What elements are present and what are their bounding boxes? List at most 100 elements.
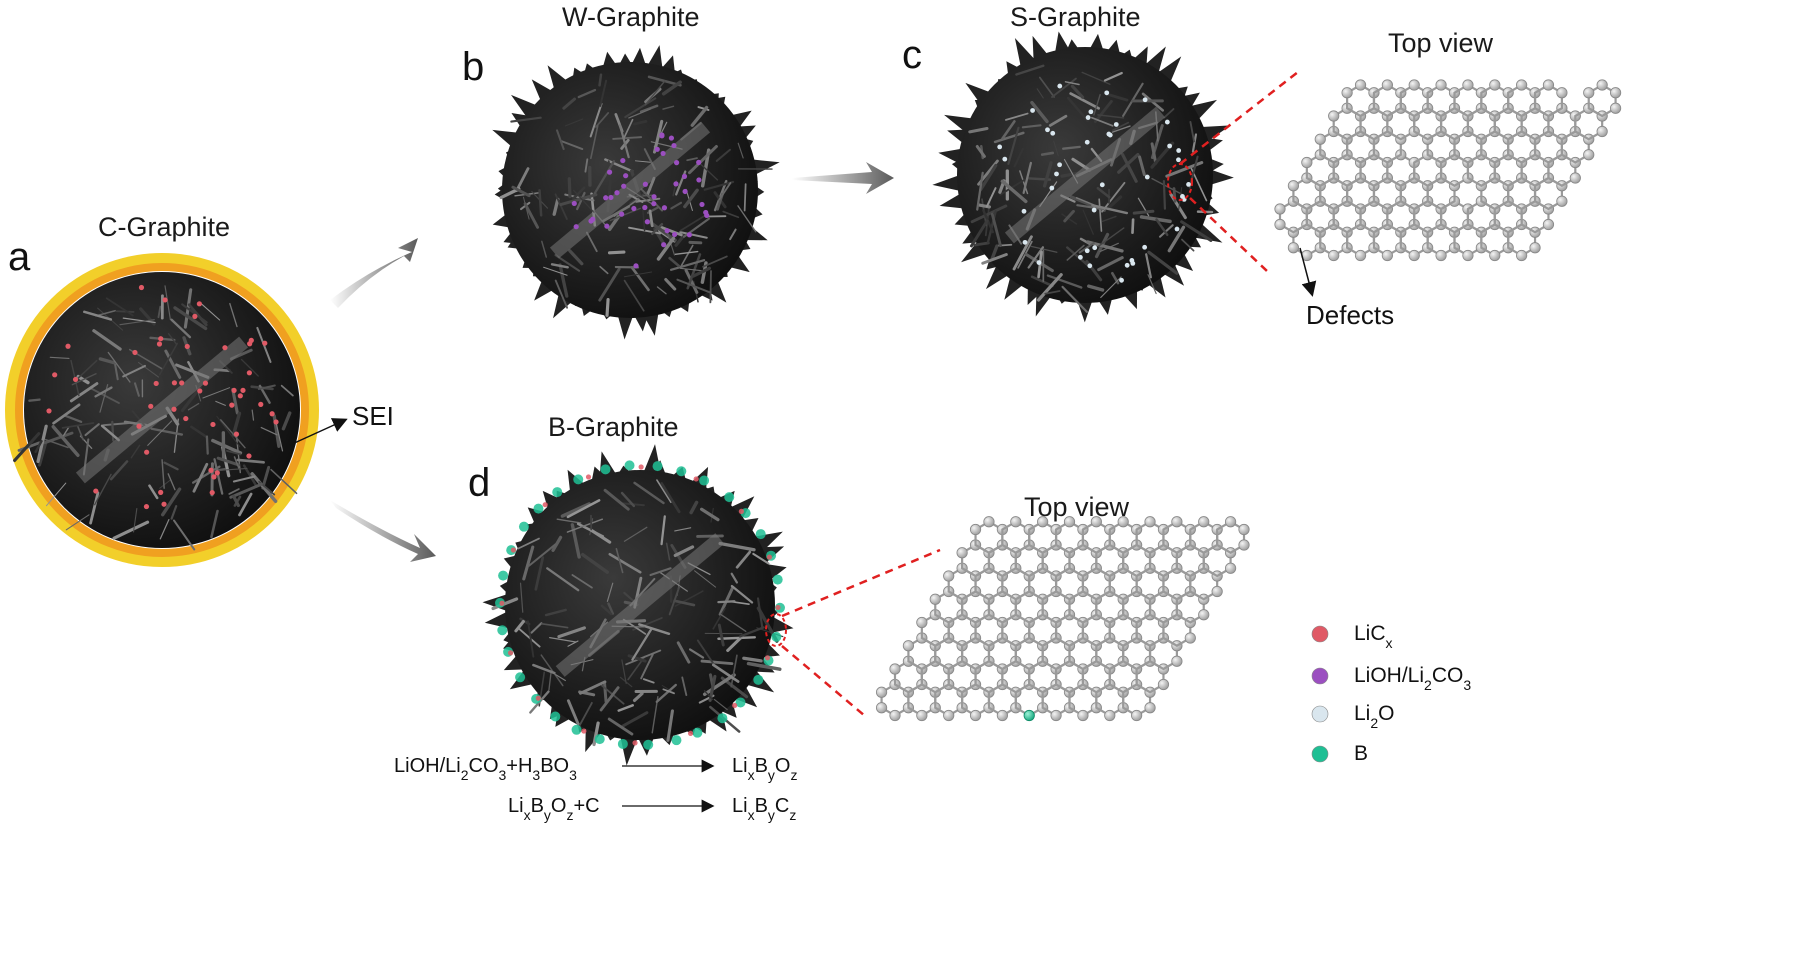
carbon-atom <box>1609 102 1622 114</box>
graphite-flake <box>510 116 542 123</box>
graphite-flake <box>1036 273 1063 302</box>
particle-dot <box>606 169 613 175</box>
carbon-atom <box>1104 709 1116 722</box>
graphite-flake <box>600 604 613 616</box>
graphite-flake <box>717 636 756 640</box>
graphite-flake <box>280 384 294 397</box>
graphite-flake <box>696 534 724 538</box>
graphite-flake <box>605 298 610 317</box>
particle-dot <box>162 297 168 303</box>
graphite-flake <box>111 420 115 442</box>
graphite-flake <box>109 460 129 481</box>
boron-dot <box>515 672 526 683</box>
callout-line-bottom-d <box>781 645 866 717</box>
particle-dot <box>158 489 164 495</box>
carbon-atom <box>1569 172 1581 184</box>
graphite-flake <box>275 421 284 452</box>
equation-2-lhs: LixByOz+C <box>508 795 600 823</box>
graphite-flake <box>1030 245 1058 253</box>
graphite-flake <box>690 105 709 127</box>
graphite-flake <box>1103 71 1123 82</box>
boron-dot <box>573 474 584 485</box>
graphite-flake <box>44 438 69 449</box>
graphite-flake <box>65 514 90 531</box>
carbon-atom <box>1328 249 1340 262</box>
graphite-flake <box>679 267 706 272</box>
carbon-atom <box>1542 218 1555 231</box>
graphite-flake <box>644 80 666 106</box>
graphite-flake <box>532 663 556 675</box>
carbon-atom <box>1171 655 1183 667</box>
graphite-flake <box>159 479 172 489</box>
carbon-atom <box>1609 87 1622 99</box>
particle-dot <box>196 301 202 307</box>
graphite-flake <box>559 193 598 207</box>
carbon-atom <box>969 709 982 722</box>
particle-dot <box>659 132 665 138</box>
graphite-flake <box>660 515 666 546</box>
graphite-flake <box>1178 187 1183 211</box>
boron-dot <box>671 735 682 746</box>
graphite-flake <box>1061 213 1078 225</box>
particle-dot <box>136 423 142 429</box>
particle-dot <box>156 341 163 347</box>
graphite-flake <box>551 535 563 552</box>
graphite-flake <box>83 310 113 321</box>
particle-dot <box>273 419 279 425</box>
sei-pointer-arrow <box>289 418 348 446</box>
graphite-flake <box>556 129 565 151</box>
graphite-flake <box>726 635 744 653</box>
graphite-flake <box>558 263 569 298</box>
particle-dot <box>1050 130 1056 136</box>
graphite-flake <box>694 570 717 588</box>
particle-dot <box>573 224 579 230</box>
graphite-flake <box>216 456 241 467</box>
graphite-flake <box>1090 116 1114 127</box>
graphite-flake <box>38 441 48 467</box>
graphite-flake <box>612 136 643 140</box>
graphite-flake <box>546 567 580 592</box>
carbon-atom <box>1583 87 1595 99</box>
graphite-flake <box>555 674 566 682</box>
graphite-flake <box>623 271 653 278</box>
graphite-flake <box>661 80 682 96</box>
carbon-atom <box>916 709 928 722</box>
graphite-flake <box>984 197 991 237</box>
boron-dot <box>753 674 764 685</box>
graphite-flake <box>1145 253 1152 279</box>
graphite-flake <box>703 180 735 191</box>
graphite-flake <box>711 663 740 683</box>
graphite-flake <box>1181 238 1195 252</box>
graphite-flake <box>231 411 242 437</box>
graphite-flake <box>708 674 717 702</box>
graphite-texture-a <box>13 285 298 551</box>
defects-pointer-arrow <box>1299 247 1317 297</box>
graphite-flake <box>36 424 48 464</box>
graphite-flake <box>71 373 97 386</box>
graphite-flake <box>1189 120 1195 143</box>
lioh-legend-label: LiOH/Li2CO3 <box>1354 664 1471 693</box>
particle-dot <box>240 387 246 393</box>
boron-dot <box>687 730 694 737</box>
graphite-flake <box>673 599 696 607</box>
particle-dot <box>1084 248 1090 254</box>
graphite-flake <box>148 484 159 500</box>
graphite-flake <box>238 492 253 517</box>
carbon-atom <box>1144 702 1156 714</box>
graphite-flake <box>1013 147 1024 168</box>
graphite-flake <box>718 182 732 201</box>
graphite-flake <box>606 582 614 602</box>
graphite-flake <box>700 163 719 181</box>
graphite-flake <box>566 499 601 519</box>
particle-dot <box>158 336 164 342</box>
particle-dot <box>614 190 620 196</box>
boron-dot <box>771 631 782 642</box>
graphite-flake <box>180 386 202 413</box>
boron-dot <box>735 697 746 708</box>
graphite-flake <box>691 266 712 278</box>
graphite-flake <box>1097 114 1125 119</box>
graphite-flake <box>64 414 83 423</box>
graphite-flake <box>1091 204 1129 215</box>
